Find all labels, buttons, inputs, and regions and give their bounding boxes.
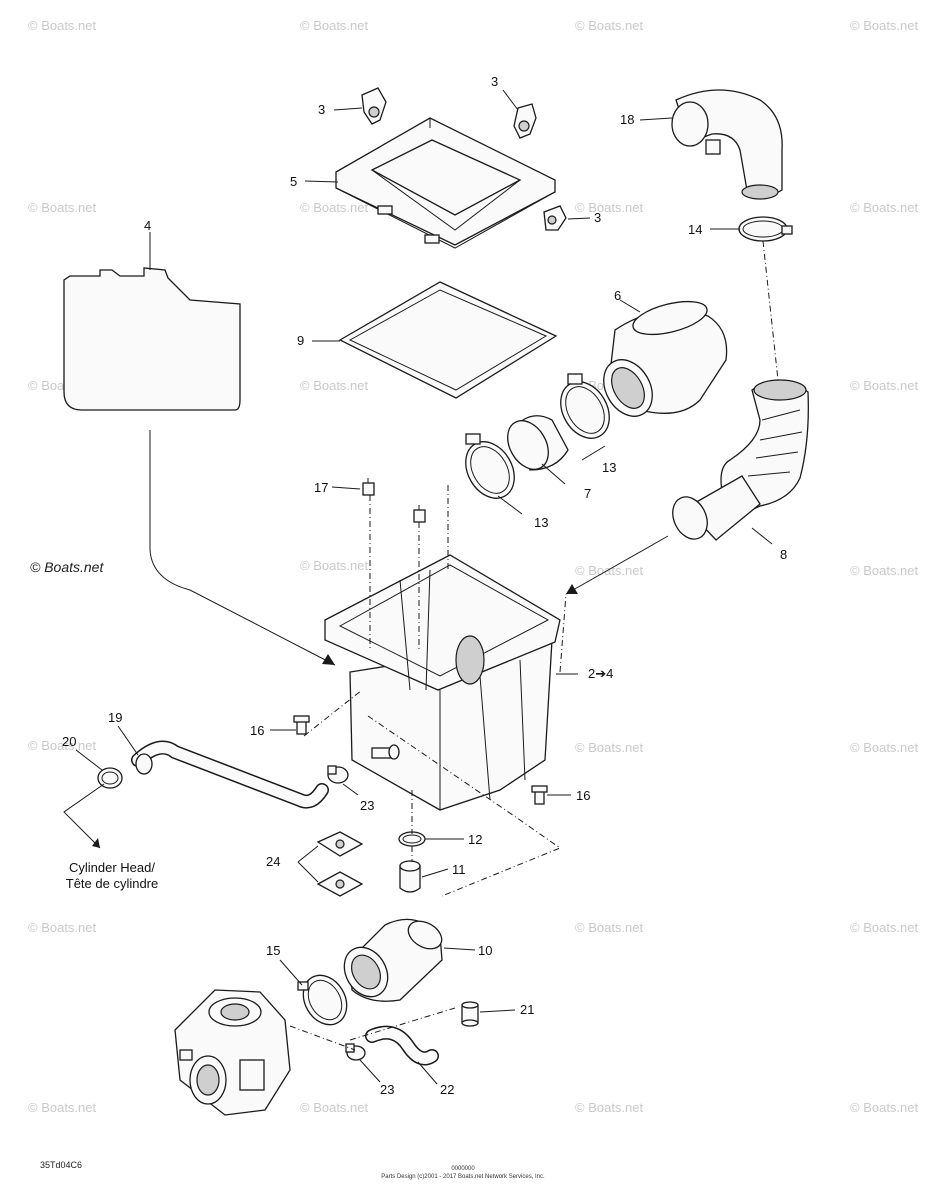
callout-7: 7: [584, 486, 591, 501]
watermark: © Boats.net: [850, 740, 919, 755]
nut[interactable]: [413, 505, 426, 523]
callout-4: 4: [144, 218, 151, 233]
callout-9: 9: [297, 333, 304, 348]
hose-clamp-small[interactable]: [97, 767, 123, 789]
callout-23: 23: [360, 798, 374, 813]
vent-fitting[interactable]: [461, 1001, 479, 1027]
watermark: © Boats.net: [850, 200, 919, 215]
callout-13: 13: [534, 515, 548, 530]
callout-6: 6: [614, 288, 621, 303]
callout-23: 23: [380, 1082, 394, 1097]
watermark: © Boats.net: [300, 378, 369, 393]
watermark: © Boats.net: [28, 920, 97, 935]
watermark: © Boats.net: [300, 200, 369, 215]
hose-fitting[interactable]: [371, 744, 400, 760]
callout-labels: 3 3 3 4 5 6 7 8 9 10 11 12 13 13 14 15 1…: [62, 74, 787, 1097]
callout-14: 14: [688, 222, 702, 237]
callout-5: 5: [290, 174, 297, 189]
watermark: © Boats.net: [575, 740, 644, 755]
adhesive-pad[interactable]: [316, 871, 364, 897]
filter-adaptor[interactable]: [499, 413, 569, 476]
hose-clamp[interactable]: [551, 373, 619, 447]
callout-18: 18: [620, 112, 634, 127]
vent-hose[interactable]: [365, 1025, 439, 1066]
watermark: © Boats.net: [575, 18, 644, 33]
watermark: © Boats.net: [850, 378, 919, 393]
diagram-code: 35Td04C6: [40, 1160, 82, 1170]
intake-boot[interactable]: [666, 379, 809, 545]
air-filter-element[interactable]: [594, 295, 728, 425]
airbox-gasket[interactable]: [338, 281, 558, 399]
callout-8: 8: [780, 547, 787, 562]
screw[interactable]: [531, 785, 548, 805]
airbox-body[interactable]: [324, 554, 561, 811]
callout-22: 22: [440, 1082, 454, 1097]
drain-clamp[interactable]: [398, 831, 426, 847]
breather-hose[interactable]: [131, 740, 329, 809]
airbox-cover[interactable]: [335, 117, 556, 249]
callout-15: 15: [266, 943, 280, 958]
watermark: © Boats.net: [28, 1100, 97, 1115]
callout-24: 24: [266, 854, 280, 869]
callout-19: 19: [108, 710, 122, 725]
callout-3: 3: [318, 102, 325, 117]
nut[interactable]: [362, 478, 375, 496]
carburetor-adaptor[interactable]: [336, 916, 447, 1005]
drain-cap[interactable]: [399, 860, 421, 893]
copyright-mark: © Boats.net: [30, 559, 104, 575]
hose-clamp-small[interactable]: [345, 1043, 366, 1061]
watermark: © Boats.net: [575, 1100, 644, 1115]
cover-clip[interactable]: [543, 205, 567, 231]
watermark: © Boats.net: [575, 200, 644, 215]
hose-clamp[interactable]: [456, 433, 524, 507]
watermark: © Boats.net: [28, 18, 97, 33]
callout-17: 17: [314, 480, 328, 495]
watermark: © Boats.net: [28, 200, 97, 215]
watermark: © Boats.net: [850, 920, 919, 935]
assembly-lines: [289, 240, 779, 1051]
callout-10: 10: [478, 943, 492, 958]
footer-id: 0000000: [451, 1166, 475, 1172]
adhesive-pad[interactable]: [316, 831, 364, 857]
callout-3: 3: [491, 74, 498, 89]
cover-clip[interactable]: [361, 87, 387, 125]
carburetor[interactable]: [174, 989, 291, 1116]
intake-elbow-duct[interactable]: [671, 89, 783, 200]
callout-16: 16: [576, 788, 590, 803]
watermark: © Boats.net: [850, 18, 919, 33]
callout-13: 13: [602, 460, 616, 475]
watermark: © Boats.net: [575, 563, 644, 578]
leader-lines: [63, 89, 773, 1085]
intake-label-sheet[interactable]: [63, 267, 241, 411]
callout-11: 11: [452, 862, 466, 877]
watermark: © Boats.net: [850, 563, 919, 578]
callout-2-to-4: 2➔4: [588, 666, 613, 681]
footer-copyright: Parts Design (c)2001 - 2017 Boats.net Ne…: [381, 1174, 545, 1180]
watermark: © Boats.net: [28, 738, 97, 753]
carburetor-clamp[interactable]: [295, 967, 356, 1032]
destination-label-line1: Cylinder Head/: [69, 860, 155, 875]
destination-label-line2: Tête de cylindre: [66, 876, 159, 891]
watermark: © Boats.net: [850, 1100, 919, 1115]
watermark: © Boats.net: [300, 18, 369, 33]
callout-12: 12: [468, 832, 482, 847]
screw[interactable]: [293, 715, 310, 735]
watermark: © Boats.net: [300, 1100, 369, 1115]
hose-clamp-small[interactable]: [327, 765, 349, 784]
callout-21: 21: [520, 1002, 534, 1017]
watermark: © Boats.net: [300, 558, 369, 573]
duct-clamp[interactable]: [738, 216, 793, 242]
watermark-layer: © Boats.net © Boats.net © Boats.net © Bo…: [28, 18, 919, 1115]
watermark: © Boats.net: [575, 920, 644, 935]
callout-20: 20: [62, 734, 76, 749]
callout-16: 16: [250, 723, 264, 738]
cover-clip[interactable]: [513, 103, 537, 139]
callout-3: 3: [594, 210, 601, 225]
